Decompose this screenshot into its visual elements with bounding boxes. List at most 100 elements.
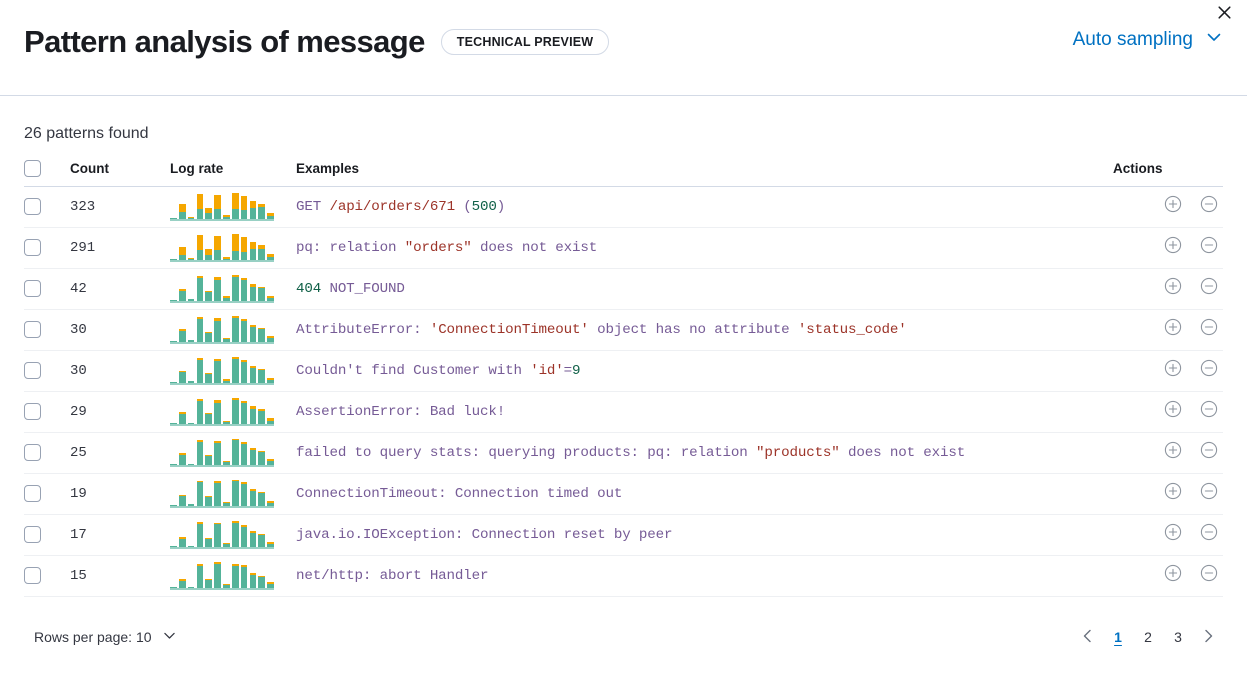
row-checkbox[interactable]: [24, 198, 41, 216]
sparkline-bar-primary: [231, 400, 239, 424]
sparkline-bar-secondary: [205, 332, 213, 333]
filter-out-value-button[interactable]: [1200, 523, 1218, 542]
th-examples[interactable]: Examples: [296, 160, 1113, 187]
sparkline-bar: [267, 378, 274, 383]
sparkline-bar: [196, 564, 204, 588]
pagination-next-button[interactable]: [1193, 622, 1223, 652]
sparkline-bar-secondary: [196, 235, 204, 250]
circle-plus-icon: [1164, 441, 1182, 462]
sparkline-bar: [223, 502, 230, 506]
pagination-page-3[interactable]: 3: [1163, 622, 1193, 652]
sparkline-bar-secondary: [249, 242, 257, 249]
example-token-num: 500: [471, 199, 497, 215]
row-checkbox[interactable]: [24, 280, 41, 298]
filter-for-value-button[interactable]: [1164, 564, 1182, 583]
filter-out-value-button[interactable]: [1200, 318, 1218, 337]
filter-for-value-button[interactable]: [1164, 523, 1182, 542]
sparkline-bar: [196, 399, 204, 424]
circle-minus-icon: [1200, 195, 1218, 216]
sparkline-bar: [240, 360, 248, 383]
auto-sampling-dropdown[interactable]: Auto sampling: [1073, 28, 1223, 52]
filter-out-value-button[interactable]: [1200, 195, 1218, 216]
row-checkbox[interactable]: [24, 485, 41, 503]
table-row[interactable]: 30 Couldn't find Customer with 'id'=9: [24, 350, 1223, 392]
row-example: Couldn't find Customer with 'id'=9: [296, 350, 1113, 392]
sparkline-bar-primary: [178, 291, 186, 301]
circle-plus-icon: [1164, 195, 1182, 216]
sparkline-bar-primary: [231, 440, 239, 465]
sparkline-bar-primary: [178, 414, 186, 424]
sparkline-bar-secondary: [178, 537, 186, 539]
close-button[interactable]: [1211, 1, 1237, 27]
filter-out-value-button[interactable]: [1200, 564, 1218, 583]
rows-per-page-dropdown[interactable]: Rows per page: 10: [10, 628, 177, 646]
sparkline-bar-secondary: [249, 284, 257, 287]
sparkline-bar: [214, 562, 221, 588]
sparkline-bar-secondary: [196, 564, 204, 566]
filter-out-value-button[interactable]: [1200, 359, 1218, 378]
row-count: 30: [70, 309, 170, 351]
sparkline-bar: [223, 338, 230, 342]
log-rate-sparkline: [170, 193, 274, 221]
pagination-page-2[interactable]: 2: [1133, 622, 1163, 652]
sparkline-bar-secondary: [258, 245, 266, 249]
filter-out-value-button[interactable]: [1200, 400, 1218, 419]
filter-for-value-button[interactable]: [1164, 236, 1182, 257]
filter-out-value-button[interactable]: [1200, 277, 1218, 296]
sparkline-bar-primary: [267, 584, 274, 588]
th-select-all: [24, 160, 70, 187]
filter-for-value-button[interactable]: [1164, 400, 1182, 419]
sparkline-bar: [249, 366, 257, 383]
sparkline-bar-secondary: [258, 534, 266, 535]
sparkline-bar-primary: [249, 575, 257, 588]
row-select-cell: [24, 555, 70, 597]
sparkline-bar: [231, 521, 239, 547]
row-count: 30: [70, 350, 170, 392]
row-checkbox[interactable]: [24, 239, 41, 257]
row-actions-cell: [1113, 309, 1223, 351]
sparkline-bar-primary: [196, 442, 204, 465]
example-token-txt: ): [496, 199, 506, 215]
select-all-checkbox[interactable]: [24, 160, 41, 177]
sparkline-bar: [223, 461, 230, 465]
sparkline-bar: [231, 398, 239, 424]
circle-minus-icon: [1200, 236, 1218, 257]
filter-for-value-button[interactable]: [1164, 277, 1182, 296]
table-header: Count Log rate Examples Actions: [24, 160, 1223, 187]
pagination-page-1[interactable]: 1: [1103, 622, 1133, 652]
log-rate-sparkline: [170, 562, 274, 590]
sparkline-bar: [214, 523, 221, 547]
sparkline-bar-primary: [214, 321, 221, 342]
example-token-str: "orders": [404, 240, 472, 256]
sparkline-bar-secondary: [267, 213, 274, 216]
filter-for-value-button[interactable]: [1164, 482, 1182, 501]
row-checkbox[interactable]: [24, 567, 41, 585]
filter-for-value-button[interactable]: [1164, 359, 1182, 378]
filter-for-value-button[interactable]: [1164, 318, 1182, 337]
filter-for-value-button[interactable]: [1164, 441, 1182, 462]
circle-plus-icon: [1164, 236, 1182, 257]
filter-out-value-button[interactable]: [1200, 441, 1218, 460]
th-count[interactable]: Count: [70, 160, 170, 187]
filter-for-value-button[interactable]: [1164, 195, 1182, 216]
row-checkbox[interactable]: [24, 444, 41, 462]
filter-out-value-button[interactable]: [1200, 236, 1218, 257]
pagination-prev-button[interactable]: [1073, 622, 1103, 652]
row-checkbox[interactable]: [24, 362, 41, 380]
th-log-rate[interactable]: Log rate: [170, 160, 296, 187]
row-select-cell: [24, 268, 70, 310]
row-checkbox[interactable]: [24, 403, 41, 421]
filter-out-value-button[interactable]: [1200, 482, 1218, 501]
log-rate-sparkline: [170, 275, 274, 303]
row-checkbox[interactable]: [24, 526, 41, 544]
row-checkbox[interactable]: [24, 321, 41, 339]
